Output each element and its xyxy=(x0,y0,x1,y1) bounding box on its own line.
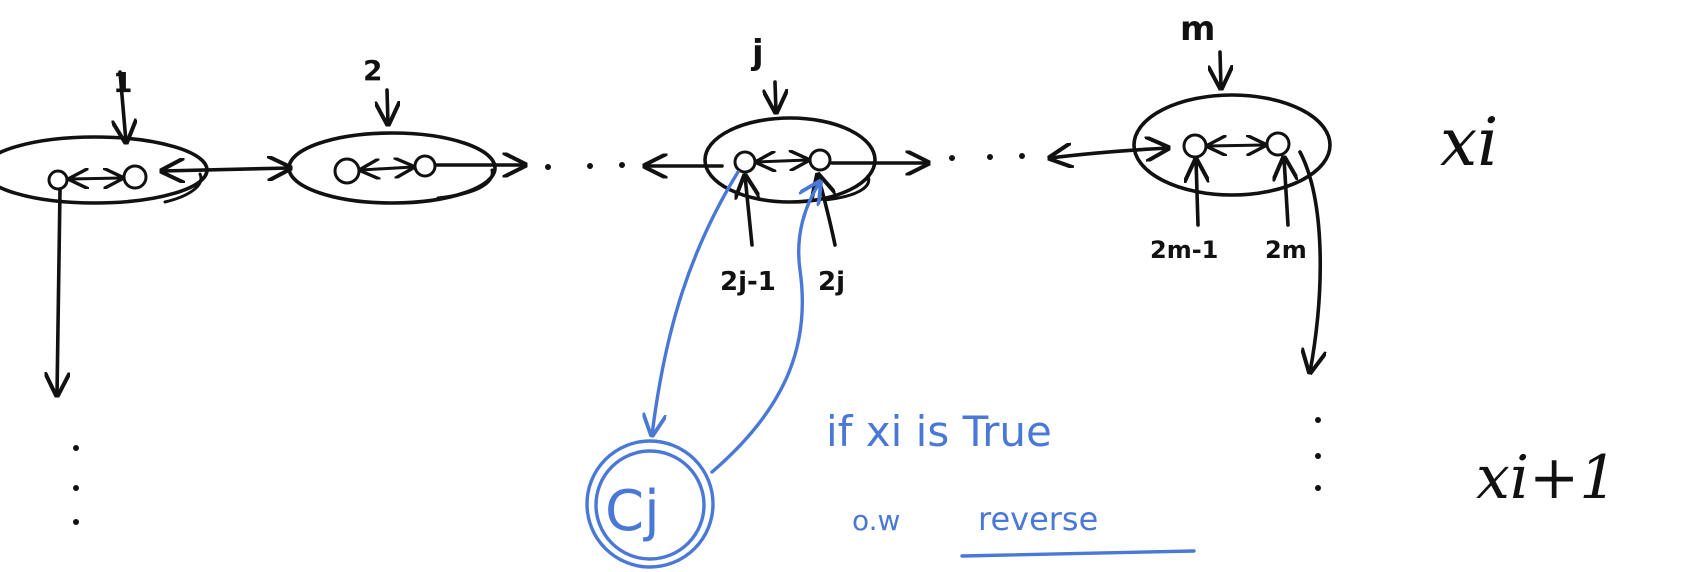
ellipsis-2-j xyxy=(545,162,625,170)
column-right-ellipsis xyxy=(1315,417,1321,491)
gadget-1-inner-arrow xyxy=(70,178,122,179)
gadget-m-entry-right-label: 2m xyxy=(1265,236,1307,264)
gadget-j: j 2j-1 2j xyxy=(703,33,877,297)
gadget-2-tail xyxy=(436,168,494,200)
column-left-down-arrow xyxy=(57,188,60,395)
gadget-j-label: j xyxy=(750,33,764,73)
row-label-current: xi xyxy=(1440,104,1498,181)
gadget-2: 2 xyxy=(287,54,497,205)
gadget-m-ellipse xyxy=(1132,93,1332,197)
gadget-m: m 2m-1 2m xyxy=(1132,9,1332,372)
gadget-j-node-left xyxy=(733,150,757,174)
gadget-2-node-right xyxy=(413,154,437,178)
gadget-m-node-left xyxy=(1182,133,1208,159)
gadget-2-ellipse xyxy=(287,131,497,205)
gadget-j-ellipse xyxy=(703,116,877,204)
gadget-j-entry-right-arrow xyxy=(818,175,837,247)
gadget-j-node-right xyxy=(808,148,832,172)
gadget-m-label: m xyxy=(1180,9,1215,49)
gadget-2-entry-arrow xyxy=(387,88,388,124)
gadget-2-label: 2 xyxy=(363,54,382,87)
gadget-1: 1 xyxy=(0,66,209,205)
gadget-2-node-left xyxy=(333,157,361,185)
note-underline xyxy=(960,549,1196,558)
gadget-1-label: 1 xyxy=(113,66,132,99)
note-line2: o.w xyxy=(852,504,900,537)
clause-cj-label: Cj xyxy=(605,479,660,544)
gadget-m-entry-left-arrow xyxy=(1196,160,1198,227)
note-line2-emph: reverse xyxy=(978,500,1098,538)
gadget-j-entry-left-label: 2j-1 xyxy=(720,267,776,297)
note-line1: if xi is True xyxy=(826,407,1052,456)
gadget-j-inner-arrow xyxy=(757,160,808,162)
gadget-m-inner-arrow xyxy=(1208,145,1265,146)
gadget-j-entry-left-arrow xyxy=(745,176,752,247)
clause-cj-in-arrow xyxy=(652,170,740,435)
gadget-1-node-right xyxy=(122,164,148,190)
ellipsis-j-m xyxy=(949,153,1025,161)
clause-cj: Cj xyxy=(585,170,820,569)
gadget-j-entry-arrow xyxy=(775,80,776,112)
gadget-2-inner-arrow xyxy=(361,167,413,170)
gadget-m-node-right xyxy=(1265,131,1291,157)
gadget-1-node-left xyxy=(47,169,69,191)
column-left-ellipsis xyxy=(73,445,79,525)
clause-cj-inner-ring xyxy=(594,449,706,561)
link-into-gadget-m xyxy=(1050,148,1168,158)
clause-cj-outer-ring xyxy=(585,439,715,569)
gadget-j-entry-right-label: 2j xyxy=(818,267,845,297)
gadget-1-entry-arrow xyxy=(120,70,126,142)
clause-cj-out-arrow xyxy=(710,182,820,474)
row-label-next: xi+1 xyxy=(1476,443,1617,513)
gadget-m-exit-arrow xyxy=(1298,150,1320,372)
gadget-m-entry-left-label: 2m-1 xyxy=(1150,236,1218,264)
gadget-m-entry-arrow xyxy=(1220,50,1221,88)
link-gadget-1-2 xyxy=(162,168,290,171)
gadget-m-entry-right-arrow xyxy=(1284,158,1288,227)
gadget-1-tail xyxy=(163,172,203,204)
